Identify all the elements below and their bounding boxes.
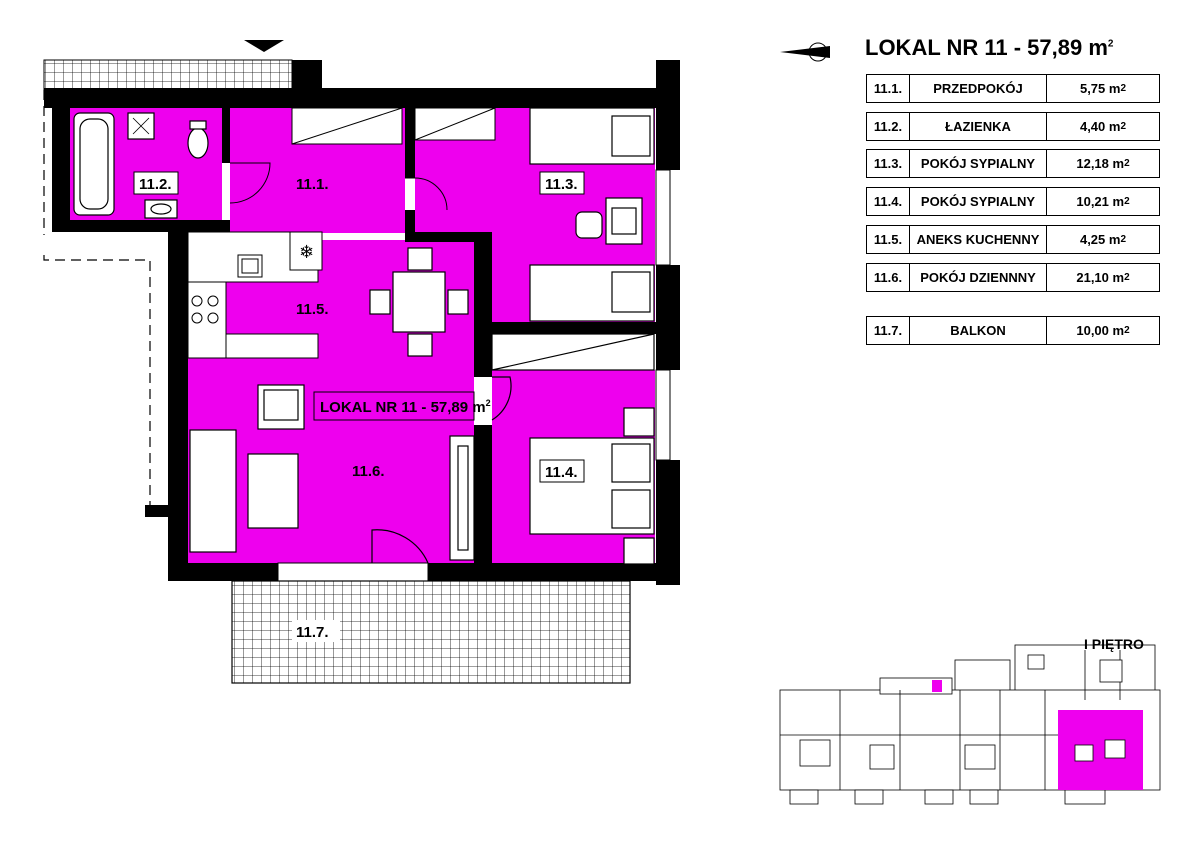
room-label-11-2: 11.2.: [139, 176, 172, 193]
room-label-11-3: 11.3.: [545, 176, 578, 193]
dashed-outline: [43, 90, 151, 505]
unit-header: LOKAL NR 11 - 57,89 m2: [775, 32, 1175, 72]
hall-furniture: [229, 107, 496, 211]
room-name: PRZEDPOKÓJ: [910, 75, 1047, 102]
room-number: 11.2.: [867, 113, 910, 140]
room-number: 11.7.: [867, 317, 910, 344]
north-arrow-icon: [780, 42, 830, 62]
kitchen-counters: [187, 231, 323, 359]
balcony: [231, 580, 631, 684]
walls: [44, 60, 680, 585]
bathroom-fixtures: [73, 112, 209, 219]
key-plan: [779, 644, 1161, 805]
room-labels: 11.2. 11.1. 11.3. 11.5. 11.6. 11.4. 11.7…: [133, 171, 585, 642]
entrance-arrow-icon: [244, 40, 284, 52]
room-label-11-1: 11.1.: [296, 176, 329, 193]
room-label-11-4: 11.4.: [545, 464, 578, 481]
windows: [277, 169, 671, 582]
room-label-11-6: 11.6.: [352, 463, 385, 480]
bedroom-1-furniture: [529, 107, 655, 322]
plan-label-box: [313, 391, 475, 421]
room-name: BALKON: [910, 317, 1047, 344]
plan-label-sup: 2: [486, 398, 491, 408]
unit-title: LOKAL NR 11 - 57,89 m2: [865, 35, 1114, 60]
room-name: POKÓJ DZIENNNY: [910, 264, 1047, 291]
room-number: 11.4.: [867, 188, 910, 215]
dining-table: [369, 247, 469, 357]
plan-label: LOKAL NR 11 - 57,89 m2: [320, 398, 491, 416]
snowflake-icon: ❄: [299, 242, 314, 263]
room-number: 11.3.: [867, 150, 910, 177]
floor-name: I PIĘTRO: [1084, 636, 1144, 652]
room-number: 11.1.: [867, 75, 910, 102]
room-name: POKÓJ SYPIALNY: [910, 188, 1047, 215]
key-plan-highlight: [1058, 710, 1143, 790]
room-name: ŁAZIENKA: [910, 113, 1047, 140]
room-number: 11.6.: [867, 264, 910, 291]
bedroom-2-furniture: [491, 333, 655, 565]
unit-title-sup: 2: [1107, 38, 1114, 50]
top-terrace: [43, 59, 293, 91]
room-name: POKÓJ SYPIALNY: [910, 150, 1047, 177]
living-room-furniture: [189, 384, 475, 564]
room-label-11-7: 11.7.: [296, 624, 329, 641]
room-label-11-5: 11.5.: [296, 301, 329, 318]
room-number: 11.5.: [867, 226, 910, 253]
room-name: ANEKS KUCHENNY: [910, 226, 1047, 253]
